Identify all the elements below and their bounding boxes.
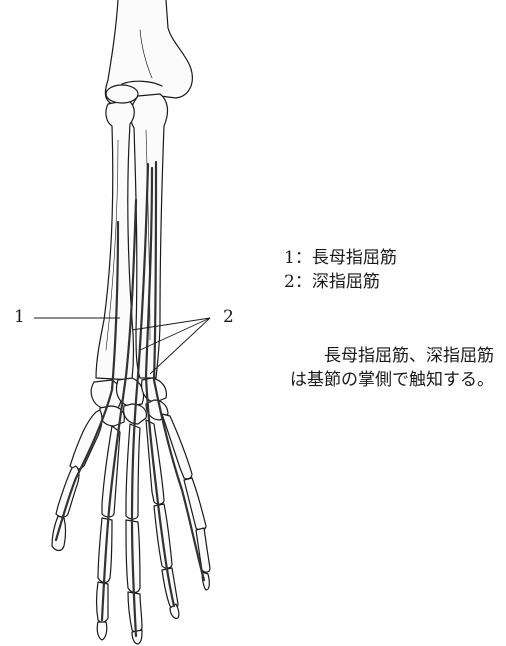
note-line: は基節の掌側で触知する。 bbox=[290, 368, 494, 392]
legend-separator: ： bbox=[295, 272, 312, 292]
legend-name: 長母指屈筋 bbox=[312, 248, 397, 268]
legend-name: 深指屈筋 bbox=[312, 272, 380, 292]
legend-separator: ： bbox=[295, 248, 312, 268]
callout-1: 1 bbox=[14, 307, 25, 327]
legend-item: 1：長母指屈筋 bbox=[284, 246, 397, 270]
note-line: 長母指屈筋、深指屈筋 bbox=[290, 344, 494, 368]
callout-2: 2 bbox=[223, 307, 234, 327]
ulna-bone bbox=[131, 94, 168, 378]
legend-number: 1 bbox=[284, 248, 295, 268]
legend: 1：長母指屈筋 2：深指屈筋 bbox=[284, 246, 397, 294]
palpation-note: 長母指屈筋、深指屈筋 は基節の掌側で触知する。 bbox=[290, 344, 494, 392]
legend-item: 2：深指屈筋 bbox=[284, 270, 397, 294]
legend-number: 2 bbox=[284, 272, 295, 292]
